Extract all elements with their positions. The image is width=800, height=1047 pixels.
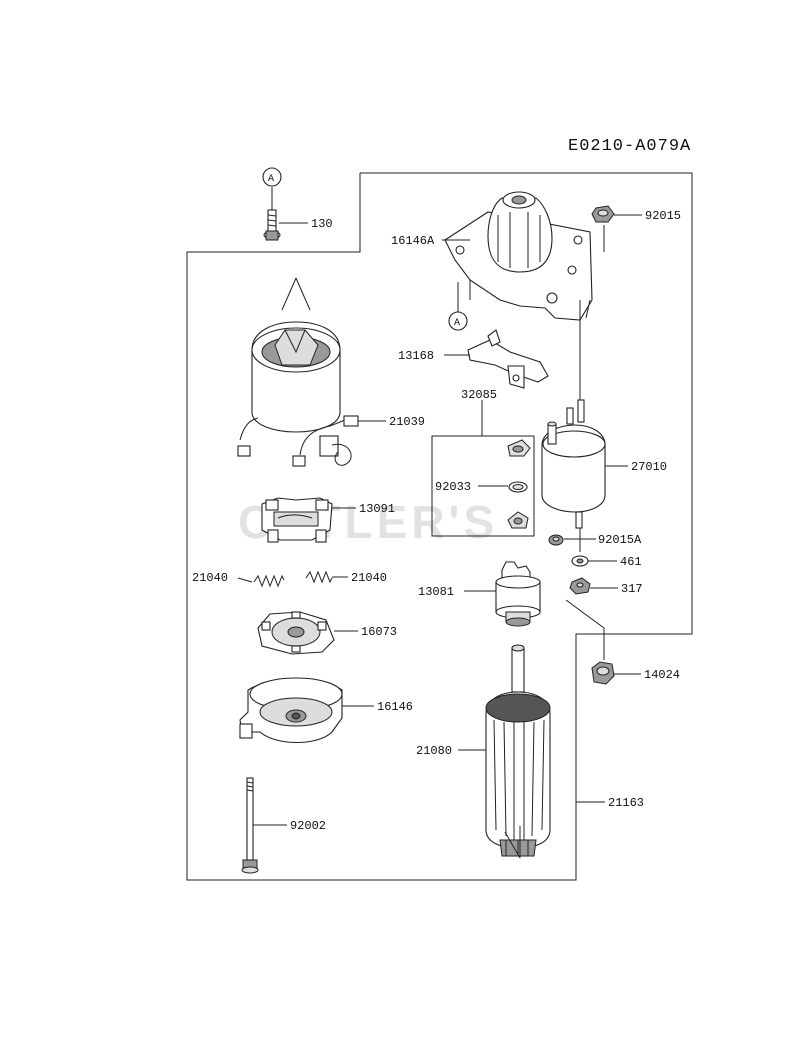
label-16146a: 16146A xyxy=(391,234,435,248)
label-92015: 92015 xyxy=(645,209,681,223)
callout-a-case: A xyxy=(448,311,468,331)
gear-case-16146a[interactable] xyxy=(444,191,593,321)
plate-16073[interactable] xyxy=(257,611,358,655)
assembly-outline xyxy=(186,172,693,881)
nut-14024[interactable] xyxy=(591,661,641,685)
label-461: 461 xyxy=(620,555,642,569)
kit-32085-parts[interactable] xyxy=(478,439,531,529)
label-21163: 21163 xyxy=(608,796,644,810)
yoke-21039[interactable] xyxy=(237,277,386,467)
through-bolt-92002[interactable] xyxy=(241,777,287,874)
label-32085: 32085 xyxy=(461,388,497,402)
label-92033: 92033 xyxy=(435,480,471,494)
nut-92015a[interactable] xyxy=(548,534,596,546)
lever-13168[interactable] xyxy=(444,329,549,389)
bolt-130[interactable] xyxy=(263,187,308,241)
nut-92015[interactable] xyxy=(591,205,642,223)
label-21040-left: 21040 xyxy=(192,571,228,585)
brush-holder-13091[interactable] xyxy=(261,497,356,543)
label-130: 130 xyxy=(311,217,333,231)
label-16073: 16073 xyxy=(361,625,397,639)
label-16146: 16146 xyxy=(377,700,413,714)
label-92002: 92002 xyxy=(290,819,326,833)
label-13168: 13168 xyxy=(398,349,434,363)
label-27010: 27010 xyxy=(631,460,667,474)
spring-21040-left[interactable] xyxy=(237,574,285,588)
label-317: 317 xyxy=(621,582,643,596)
diagram-code: E0210-A079A xyxy=(568,137,691,156)
spring-21040-right[interactable] xyxy=(305,570,348,584)
label-92015a: 92015A xyxy=(598,533,642,547)
armature-21080[interactable] xyxy=(458,644,551,859)
label-21039: 21039 xyxy=(389,415,425,429)
washer-461[interactable] xyxy=(571,555,617,567)
kit-32085-box xyxy=(431,435,535,537)
nut-317[interactable] xyxy=(569,577,618,595)
label-13081: 13081 xyxy=(418,585,454,599)
label-13091: 13091 xyxy=(359,502,395,516)
end-cover-16146[interactable] xyxy=(239,677,374,744)
pinion-13081[interactable] xyxy=(464,561,541,627)
callout-a-top: A xyxy=(262,167,282,187)
svg-text:A: A xyxy=(268,174,274,185)
label-14024: 14024 xyxy=(644,668,680,682)
label-21040-right: 21040 xyxy=(351,571,387,585)
solenoid-27010[interactable] xyxy=(541,399,628,529)
svg-text:A: A xyxy=(454,318,460,329)
label-21080: 21080 xyxy=(416,744,452,758)
